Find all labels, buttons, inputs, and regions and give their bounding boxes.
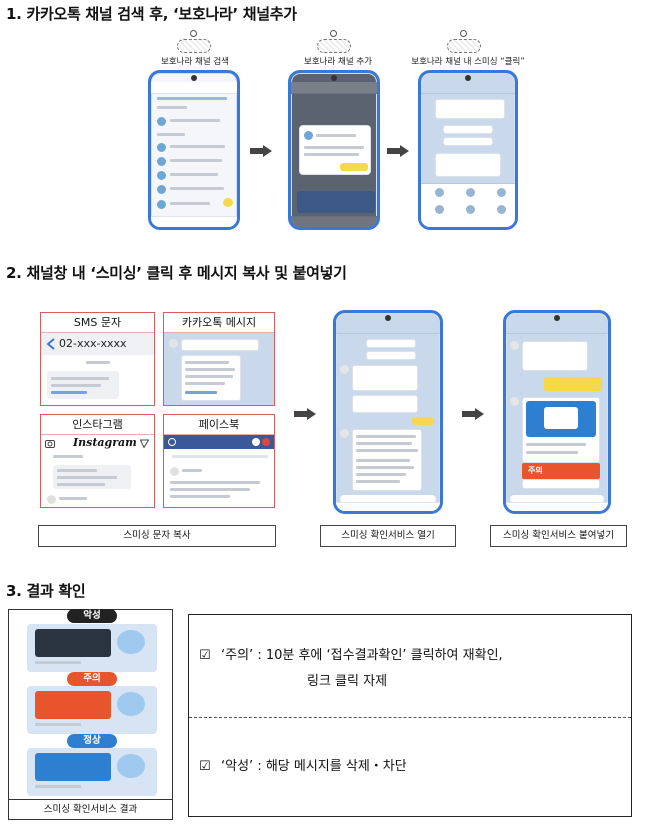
caution-banner: 주의 — [522, 463, 600, 479]
arrow-right-icon — [387, 145, 409, 157]
facebook-box: 페이스북 — [163, 414, 275, 508]
camera-icon — [45, 440, 55, 448]
phone-open-service — [333, 310, 443, 514]
add-channel-popup — [299, 125, 371, 175]
caption-paste-service: 스미싱 확인서비스 붙여넣기 — [490, 525, 627, 547]
arrow-right-icon — [462, 408, 484, 420]
arrow-right-icon — [250, 145, 272, 157]
result-card-caution — [27, 686, 157, 734]
section1-heading: 1. 카카오톡 채널 검색 후, ‘보호나라’ 채널추가 — [6, 5, 297, 23]
back-arrow-icon — [46, 338, 55, 350]
label-caution: 주의 — [67, 672, 117, 686]
instagram-title: 인스타그램 — [41, 415, 154, 435]
caption-open-service: 스미싱 확인서비스 열기 — [320, 525, 456, 547]
caption-pin-icon — [330, 30, 337, 37]
malicious-guide-line1: ‘악성’ : 해당 메시지를 삭제・차단 — [221, 759, 407, 774]
phone-paste-service: 주의 — [503, 310, 611, 514]
phone-channel-add — [288, 70, 380, 230]
caption-click-smishing: 보호나라 채널 내 스미싱 “클릭” — [411, 57, 525, 67]
caution-guide-line1: ‘주의’ : 10분 후에 ‘접수결과확인’ 클릭하여 재확인, — [221, 648, 503, 663]
caution-banner-label: 주의 — [528, 466, 543, 475]
result-screenshots: 악성 주의 정상 스미싱 확인서비스 결과 — [8, 609, 173, 820]
result-caption: 스미싱 확인서비스 결과 — [9, 799, 172, 819]
caption-pin-icon — [460, 30, 467, 37]
arrow-right-icon — [294, 408, 316, 420]
instagram-box: 인스타그램 Instagram — [40, 414, 155, 508]
instagram-logo: Instagram — [73, 436, 137, 449]
caution-guide-line2: 링크 클릭 자제 — [307, 674, 388, 689]
kakao-title: 카카오톡 메시지 — [164, 313, 274, 333]
result-caption-text: 스미싱 확인서비스 결과 — [43, 804, 138, 815]
result-card-normal — [27, 748, 157, 796]
sms-box: SMS 문자 02-xxx-xxxx — [40, 312, 155, 406]
caption-add-channel: 보호나라 채널 추가 — [304, 57, 372, 67]
kakao-box: 카카오톡 메시지 — [163, 312, 275, 406]
sms-number: 02-xxx-xxxx — [59, 337, 127, 350]
section3-heading: 3. 결과 확인 — [6, 582, 86, 600]
caption-copy-smishing: 스미싱 문자 복사 — [38, 525, 276, 547]
caption-badge — [177, 39, 211, 53]
phone-channel-chat — [418, 70, 518, 230]
caption-search-channel: 보호나라 채널 검색 — [161, 57, 229, 67]
caption-pin-icon — [190, 30, 197, 37]
facebook-title: 페이스북 — [164, 415, 274, 435]
checkbox-icon: ☑ — [199, 759, 211, 774]
sms-title: SMS 문자 — [41, 313, 154, 333]
result-guide-box: ☑ ‘주의’ : 10분 후에 ‘접수결과확인’ 클릭하여 재확인, 링크 클릭… — [188, 614, 632, 817]
caption-badge — [447, 39, 481, 53]
label-normal: 정상 — [67, 734, 117, 748]
caption-badge — [317, 39, 351, 53]
label-malicious: 악성 — [67, 609, 117, 623]
section2-heading: 2. 채널창 내 ‘스미싱’ 클릭 후 메시지 복사 및 붙여넣기 — [6, 264, 347, 282]
result-card-malicious — [27, 624, 157, 672]
divider — [189, 717, 631, 718]
phone-channel-search — [148, 70, 240, 230]
send-icon — [140, 439, 149, 448]
checkbox-icon: ☑ — [199, 648, 211, 663]
